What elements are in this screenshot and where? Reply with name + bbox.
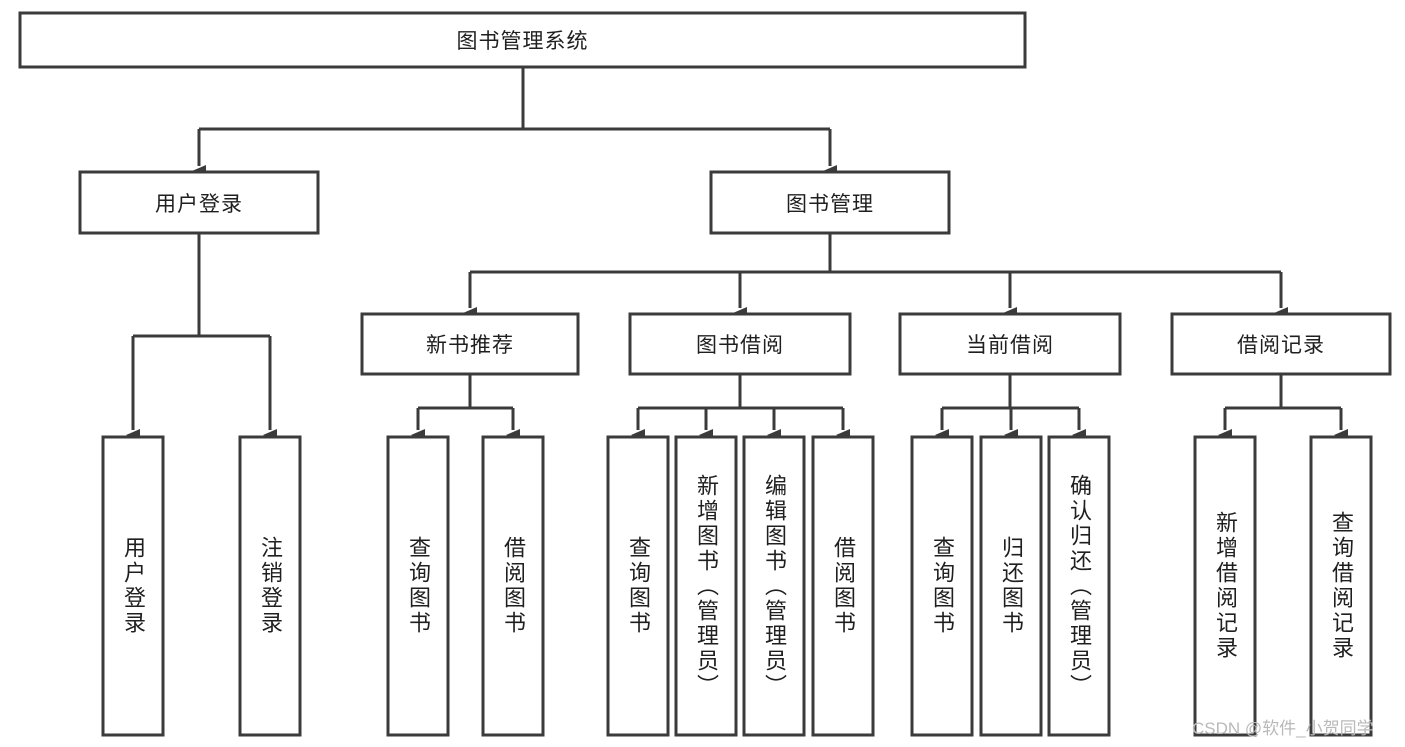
node-new-book-box[interactable] — [360, 312, 580, 376]
node-book-manage-box[interactable] — [709, 170, 951, 235]
node-leaf-box-6[interactable] — [742, 435, 806, 737]
node-leaf-box-3[interactable] — [481, 435, 545, 737]
node-current-borrow-box[interactable] — [898, 312, 1122, 376]
node-leaf-box-0[interactable] — [101, 435, 165, 737]
node-leaf-box-8[interactable] — [910, 435, 974, 737]
node-leaf-box-5[interactable] — [674, 435, 738, 737]
node-borrow-record-box[interactable] — [1170, 312, 1392, 376]
node-book-borrow-box[interactable] — [628, 312, 852, 376]
node-leaf-box-1[interactable] — [238, 435, 302, 737]
node-leaf-box-9[interactable] — [979, 435, 1043, 737]
node-leaf-box-7[interactable] — [811, 435, 875, 737]
node-root-box[interactable] — [18, 11, 1027, 69]
node-leaf-box-10[interactable] — [1047, 435, 1111, 737]
node-leaf-box-11[interactable] — [1193, 435, 1257, 737]
node-user-login-box[interactable] — [78, 170, 320, 235]
node-leaf-box-2[interactable] — [386, 435, 450, 737]
node-leaf-box-12[interactable] — [1309, 435, 1373, 737]
node-leaf-box-4[interactable] — [606, 435, 670, 737]
